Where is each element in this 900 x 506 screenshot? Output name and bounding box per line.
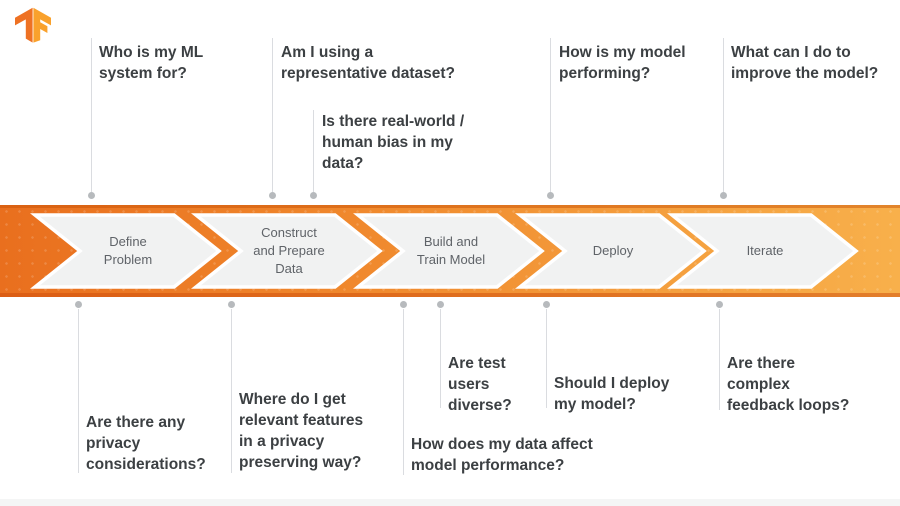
tensorflow-logo: [15, 7, 51, 43]
connector-dot: [543, 301, 550, 308]
tensorflow-logo-left: [15, 7, 33, 43]
connector-dot: [228, 301, 235, 308]
connector-dot: [310, 192, 317, 199]
stage-chevron: [667, 213, 859, 289]
connector-dot: [400, 301, 407, 308]
stage-label: Construct and Prepare Data: [253, 225, 325, 276]
connector-dot: [720, 192, 727, 199]
question-human-bias: Is there real-world / human bias in my d…: [322, 113, 465, 172]
tensorflow-logo-right: [33, 7, 51, 43]
connector-line: [440, 309, 441, 408]
connector-dot: [437, 301, 444, 308]
stage-build-train-model: Build and Train Model: [353, 213, 545, 289]
question-data-affect-performance: How does my data affect model performanc…: [411, 436, 593, 474]
connector-line: [550, 38, 551, 192]
connector-line: [272, 38, 273, 192]
stage-label: Build and Train Model: [416, 234, 486, 267]
stage-iterate: Iterate: [667, 213, 859, 289]
connector-line: [313, 110, 314, 192]
question-who-is-system-for: Who is my ML system for?: [99, 44, 204, 82]
stage-deploy: Deploy: [515, 213, 707, 289]
connector-line: [231, 309, 232, 473]
stage-define-problem: Define Problem: [30, 213, 222, 289]
connector-line: [78, 309, 79, 473]
connector-dot: [269, 192, 276, 199]
stage-construct-prepare-data: Construct and Prepare Data: [191, 213, 383, 289]
stage-chevron: [515, 213, 707, 289]
stage-label: Deploy: [592, 243, 634, 258]
connector-line: [719, 309, 720, 410]
connector-line: [546, 309, 547, 408]
stage-chevron: [30, 213, 222, 289]
process-banner: Define Problem Construct and Prepare Dat…: [0, 205, 900, 297]
question-model-performing: How is my model performing?: [559, 44, 686, 82]
connector-dot: [88, 192, 95, 199]
question-privacy-considerations: Are there any privacy considerations?: [86, 414, 206, 473]
connector-dot: [716, 301, 723, 308]
stage-label: Iterate: [746, 243, 784, 258]
connector-line: [91, 38, 92, 192]
stage-label: Define Problem: [103, 234, 153, 267]
stage-chevron: [353, 213, 545, 289]
connector-line: [723, 38, 724, 192]
connector-dot: [547, 192, 554, 199]
question-feedback-loops: Are there complex feedback loops?: [727, 355, 850, 414]
question-privacy-preserving-features: Where do I get relevant features in a pr…: [239, 391, 364, 471]
question-should-deploy: Should I deploy my model?: [554, 375, 670, 413]
footer-strip: [0, 499, 900, 506]
connector-line: [403, 309, 404, 475]
question-representative-dataset: Am I using a representative dataset?: [281, 44, 456, 82]
connector-dot: [75, 301, 82, 308]
stage-chevron: [191, 213, 383, 289]
question-test-users-diverse: Are test users diverse?: [448, 355, 512, 414]
question-improve-model: What can I do to improve the model?: [731, 44, 879, 82]
